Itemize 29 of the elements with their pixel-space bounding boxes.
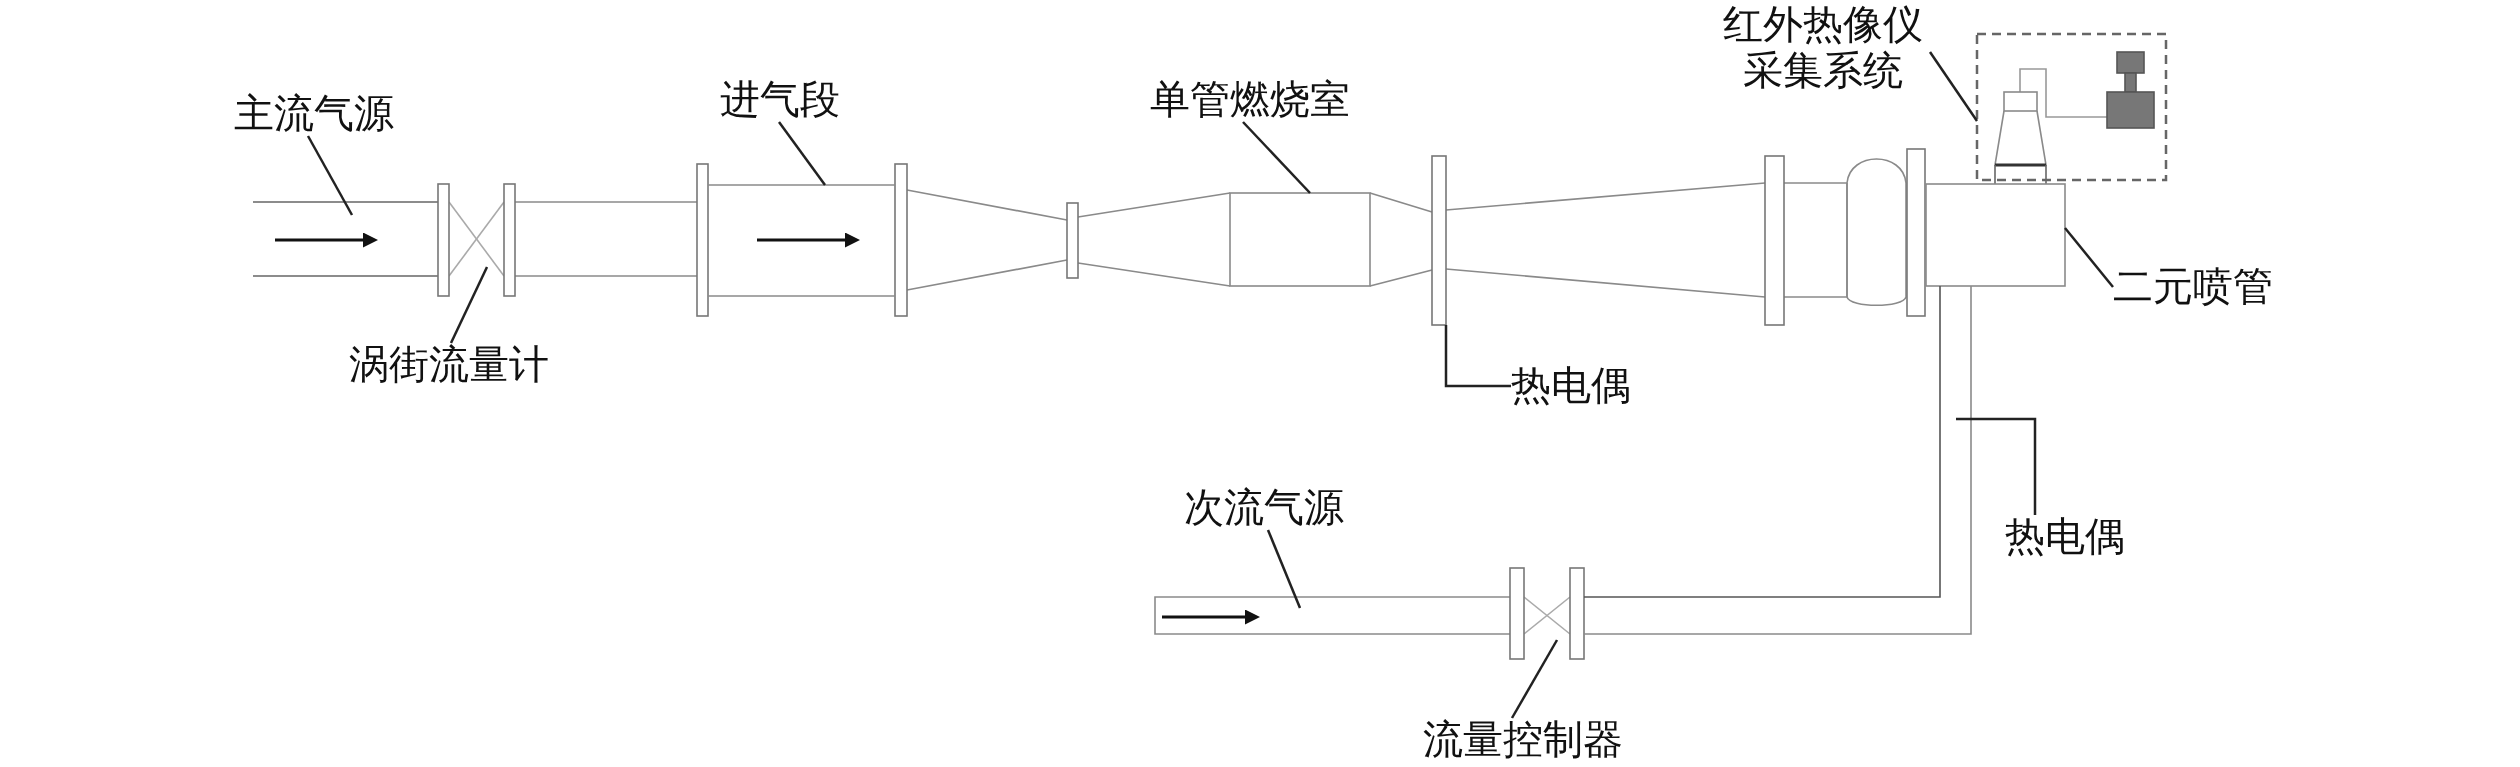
leader-line	[1928, 51, 1979, 122]
part-label: 热电偶	[2005, 515, 2135, 559]
flow-control-valve	[1509, 567, 1585, 660]
part-label: 次流气源	[1184, 486, 1356, 530]
leader-line	[778, 121, 826, 186]
part-label: 流量控制器	[1423, 718, 1638, 762]
part-label: 二元喷管	[2113, 265, 2285, 309]
leader-line	[1242, 121, 1311, 194]
leader-line	[1956, 417, 2037, 515]
leader-line	[1444, 325, 1511, 388]
leader-line	[449, 266, 489, 344]
part-label: 红外热像仪采集系统	[1715, 2, 1930, 94]
main-pipe	[252, 201, 439, 277]
secondary-pipe	[1154, 596, 1511, 635]
part-label: 主流气源	[234, 92, 406, 136]
part-label: 热电偶	[1511, 364, 1641, 408]
leader-line	[1266, 529, 1302, 609]
part-label: 涡街流量计	[349, 343, 564, 387]
flowmeter-valve	[437, 183, 516, 297]
inlet-section	[707, 184, 896, 297]
leader-line	[1510, 639, 1559, 719]
acquisition-system-frame	[1975, 32, 2168, 185]
part-label: 单管燃烧室	[1150, 78, 1365, 122]
leader-line	[2064, 227, 2114, 288]
part-label: 进气段	[720, 78, 850, 122]
flange	[1431, 155, 1447, 326]
combustor-chamber	[1229, 192, 1371, 287]
nozzle	[1925, 183, 2066, 287]
leader-line	[306, 135, 354, 216]
